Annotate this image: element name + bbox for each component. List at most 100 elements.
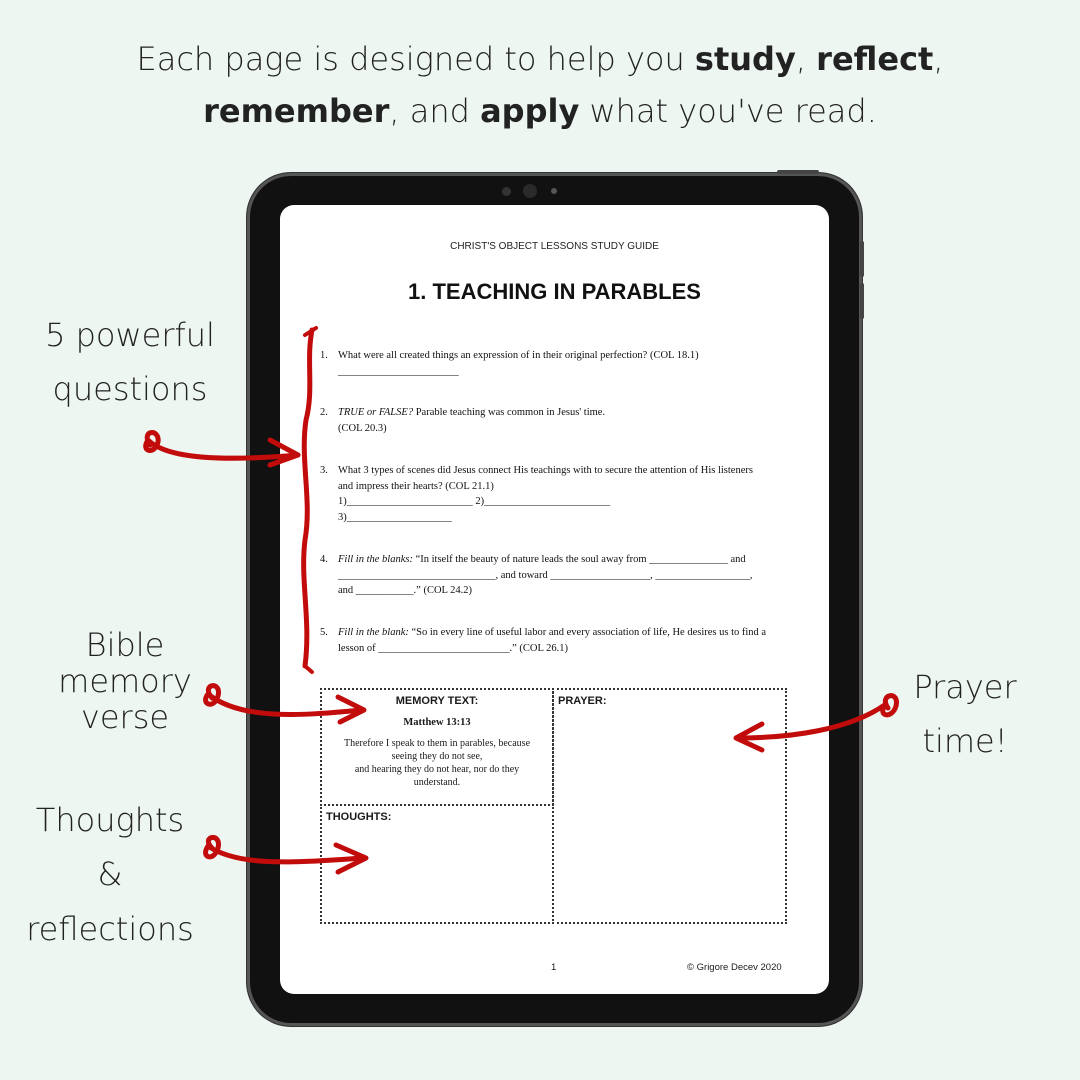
- tablet-screen: CHRIST'S OBJECT LESSONS STUDY GUIDE 1. T…: [280, 205, 829, 994]
- question-text: and impress their hearts? (COL 21.1): [338, 480, 494, 492]
- question-line: ______________________________, and towa…: [338, 568, 800, 584]
- arrow-prayer-head-icon: [733, 721, 765, 753]
- tablet-device: CHRIST'S OBJECT LESSONS STUDY GUIDE 1. T…: [247, 170, 864, 1026]
- document-header: CHRIST'S OBJECT LESSONS STUDY GUIDE: [450, 241, 659, 252]
- question-text: lesson of _________________________.” (C…: [338, 642, 569, 654]
- question-line: Fill in the blanks: “In itself the beaut…: [338, 552, 800, 568]
- memory-verse-reference: Matthew 13:13: [403, 717, 471, 728]
- question-text: 1)________________________ 2)___________…: [338, 496, 611, 507]
- question-text: and ___________.” (COL 24.2): [338, 585, 473, 596]
- prayer-label: PRAYER:: [558, 695, 607, 707]
- memory-text-label: MEMORY TEXT:: [395, 695, 479, 707]
- question-line: _______________________: [338, 364, 800, 380]
- question-1: 1. What were all created things an expres…: [320, 348, 800, 379]
- question-line: TRUE or FALSE? Parable teaching was comm…: [338, 405, 800, 421]
- annotation-prayer: Prayer time!: [880, 660, 1050, 769]
- question-body: What were all created things an expressi…: [338, 348, 800, 379]
- arrow-questions-head-icon: [267, 437, 301, 468]
- camera-dot-icon: [502, 187, 511, 196]
- page-number: 1: [551, 962, 557, 973]
- annotation-questions: 5 powerful questions: [40, 308, 220, 417]
- question-4: 4. Fill in the blanks: “In itself the bea…: [320, 552, 800, 599]
- camera-lens-icon: [523, 184, 537, 198]
- annotation-bible-verse: Bible memory verse: [50, 626, 200, 736]
- headline-line-2: remember, and apply what you've read.: [0, 92, 1080, 130]
- question-instruction: Fill in the blanks:: [338, 554, 413, 565]
- question-text: Parable teaching was common in Jesus' ti…: [413, 407, 606, 418]
- question-bracket-top: [303, 326, 318, 337]
- question-body: Fill in the blanks: “In itself the beaut…: [338, 552, 800, 599]
- question-number: 2.: [320, 407, 328, 418]
- headline-text: what you've read.: [579, 92, 877, 130]
- question-line: lesson of _________________________.” (C…: [338, 641, 800, 657]
- headline-text: ,: [933, 40, 944, 78]
- question-text: What were all created things an expressi…: [338, 350, 699, 361]
- annotation-line: verse: [80, 697, 170, 736]
- question-body: Fill in the blank: “So in every line of …: [338, 625, 800, 656]
- question-bracket-line: [301, 327, 315, 669]
- question-body: TRUE or FALSE? Parable teaching was comm…: [338, 405, 800, 436]
- question-line: What were all created things an expressi…: [338, 348, 800, 364]
- annotation-line: Thoughts &: [35, 801, 185, 894]
- copyright-text: © Grigore Decev 2020: [687, 962, 782, 973]
- question-instruction: TRUE or FALSE?: [338, 407, 414, 418]
- question-text: _______________________: [338, 365, 459, 377]
- tablet-volume-up-button: [860, 241, 864, 277]
- question-number: 4.: [320, 554, 328, 565]
- memory-verse-line: understand.: [413, 777, 461, 788]
- question-line: (COL 20.3): [338, 421, 800, 437]
- question-text: What 3 types of scenes did Jesus connect…: [338, 465, 753, 476]
- headline-keyword: reflect: [816, 40, 934, 78]
- arrow-prayer-icon: [735, 693, 899, 741]
- question-body: What 3 types of scenes did Jesus connect…: [338, 463, 800, 525]
- question-line: Fill in the blank: “So in every line of …: [338, 625, 800, 641]
- tablet-top-button: [777, 170, 819, 174]
- question-line: What 3 types of scenes did Jesus connect…: [338, 463, 800, 479]
- annotation-line: questions: [52, 370, 208, 409]
- headline-text: Each page is designed to help you: [136, 40, 695, 78]
- document-title: 1. TEACHING IN PARABLES: [408, 279, 701, 304]
- headline-keyword: remember: [203, 92, 390, 130]
- question-line: 1)________________________ 2)___________…: [338, 494, 800, 510]
- annotation-line: Bible: [85, 626, 165, 664]
- question-line: 3)____________________: [338, 510, 800, 526]
- question-line: and ___________.” (COL 24.2): [338, 583, 800, 599]
- question-text: “So in every line of useful labor and ev…: [408, 627, 767, 638]
- question-3: 3. What 3 types of scenes did Jesus conne…: [320, 463, 800, 525]
- memory-verse-line: seeing they do not see,: [391, 751, 483, 762]
- annotation-line: Prayer: [913, 668, 1017, 706]
- arrow-questions-icon: [143, 430, 301, 461]
- annotation-line: time!: [922, 722, 1008, 761]
- headline-keyword: study: [694, 40, 796, 78]
- question-number: 1.: [320, 350, 328, 361]
- headline-text: , and: [389, 92, 481, 130]
- headline-keyword: apply: [480, 92, 580, 130]
- question-text: (COL 20.3): [338, 422, 387, 434]
- question-number: 5.: [320, 627, 328, 638]
- headline-text: ,: [795, 40, 817, 78]
- arrow-bible-head-icon: [335, 694, 367, 725]
- memory-verse-line: and hearing they do not hear, nor do the…: [354, 764, 520, 775]
- question-5: 5. Fill in the blank: “So in every line o…: [320, 625, 800, 656]
- tablet-volume-down-button: [860, 283, 864, 319]
- sensor-dot-icon: [551, 188, 557, 194]
- arrow-bible-icon: [203, 683, 365, 717]
- annotation-line: reflections: [26, 909, 194, 948]
- headline-line-1: Each page is designed to help you study,…: [0, 40, 1080, 78]
- question-number: 3.: [320, 465, 328, 476]
- annotation-thoughts: Thoughts & reflections: [20, 793, 200, 956]
- question-instruction: Fill in the blank:: [338, 627, 409, 638]
- arrow-thoughts-head-icon: [333, 842, 369, 875]
- question-2: 2. TRUE or FALSE? Parable teaching was co…: [320, 405, 800, 436]
- memory-verse-text: Therefore I speak to them in parables, b…: [326, 737, 548, 789]
- question-text: 3)____________________: [338, 511, 452, 523]
- thoughts-label: THOUGHTS:: [326, 811, 392, 823]
- question-line: and impress their hearts? (COL 21.1): [338, 479, 800, 495]
- question-text: ______________________________, and towa…: [338, 569, 753, 581]
- thoughts-box[interactable]: THOUGHTS:: [320, 804, 554, 924]
- question-text: “In itself the beauty of nature leads th…: [412, 554, 746, 565]
- arrow-thoughts-icon: [203, 835, 367, 865]
- annotation-line: memory: [58, 661, 192, 700]
- question-bracket-bottom: [303, 664, 314, 674]
